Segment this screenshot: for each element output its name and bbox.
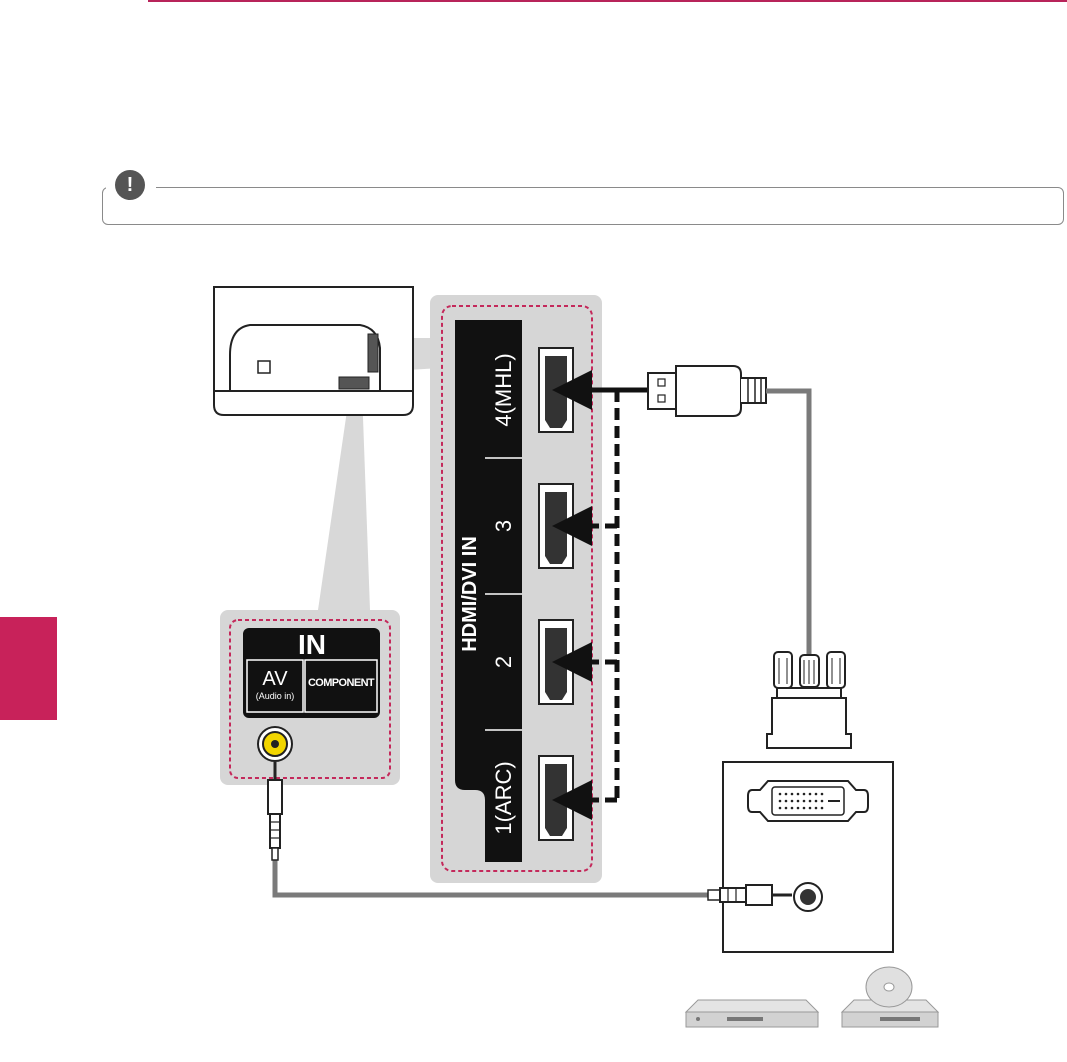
hdmi-dvi-cable (766, 391, 809, 660)
av-label: AV (246, 668, 304, 690)
hdmi-port-label-3: 3 (492, 520, 516, 532)
hdmi-plug (648, 366, 766, 416)
tv-back-thumbnail (214, 287, 413, 415)
device-back-panel (723, 762, 893, 952)
av-sublabel: (Audio in) (246, 691, 304, 701)
dvi-plug (767, 652, 851, 748)
hdmi-port-2 (539, 620, 573, 704)
dvd-player-icon (686, 1000, 818, 1027)
hdmi-port-3 (539, 484, 573, 568)
in-label: IN (247, 630, 377, 660)
callout-wedge-av (318, 390, 370, 610)
hdmi-port-4 (539, 348, 573, 432)
hdmi-port-label-4: 4(MHL) (492, 353, 516, 426)
pc-icon (842, 966, 938, 1027)
hdmi-port-label-1: 1(ARC) (492, 761, 516, 834)
component-label: COMPONENT (305, 676, 377, 690)
hdmi-dvi-in-label: HDMI/DVI IN (458, 536, 482, 652)
hdmi-port-1 (539, 756, 573, 840)
av-yellow-jack (258, 727, 292, 761)
hdmi-port-label-2: 2 (492, 656, 516, 668)
